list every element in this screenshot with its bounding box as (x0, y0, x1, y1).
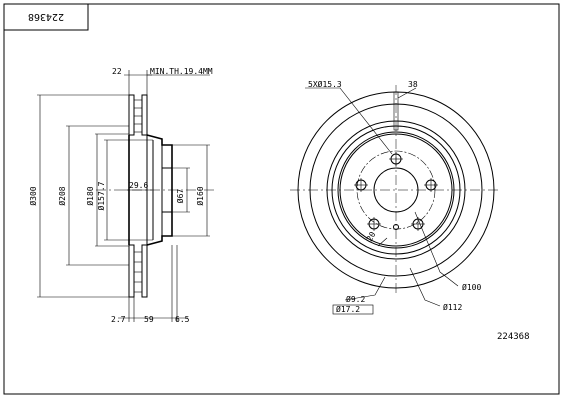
part-number-bottom: 224368 (497, 332, 530, 342)
dim-6-5: 6.5 (175, 315, 190, 324)
dia-112: Ø112 (443, 302, 462, 312)
dim-2-7: 2.7 (111, 315, 126, 324)
part-number-top: 224368 (28, 11, 64, 22)
dim-38: 38 (408, 80, 418, 89)
dia-100: Ø100 (462, 282, 481, 292)
bolt-holes-label: 5XØ15.3 (308, 79, 342, 89)
dim-22: 22 (112, 67, 122, 76)
dia-160: Ø160 (195, 186, 205, 205)
dia-208: Ø208 (57, 186, 67, 205)
dim-29-6: 29.6 (129, 181, 148, 190)
dim-20: 20 (365, 230, 378, 243)
min-thickness-label: MIN.TH.19.4MM (150, 67, 213, 76)
dia-9-2: Ø9.2 (346, 294, 365, 304)
part-number-box-top: 224368 (3, 3, 89, 31)
flat-label: Ø17.2 (336, 304, 360, 314)
dia-157-7: Ø157.7 (96, 181, 106, 210)
dim-59: 59 (144, 315, 154, 324)
drawing-border (3, 3, 560, 395)
front-view: 5XØ15.3 38 20 Ø100 Ø112 Ø9.2 Ø17.2 (290, 79, 500, 315)
dia-180: Ø180 (85, 186, 95, 205)
dia-300: Ø300 (28, 186, 38, 205)
dia-67: Ø67 (175, 189, 185, 204)
side-view: 22 MIN.TH.19.4MM Ø300 Ø208 Ø180 Ø157.7 2… (28, 67, 215, 324)
